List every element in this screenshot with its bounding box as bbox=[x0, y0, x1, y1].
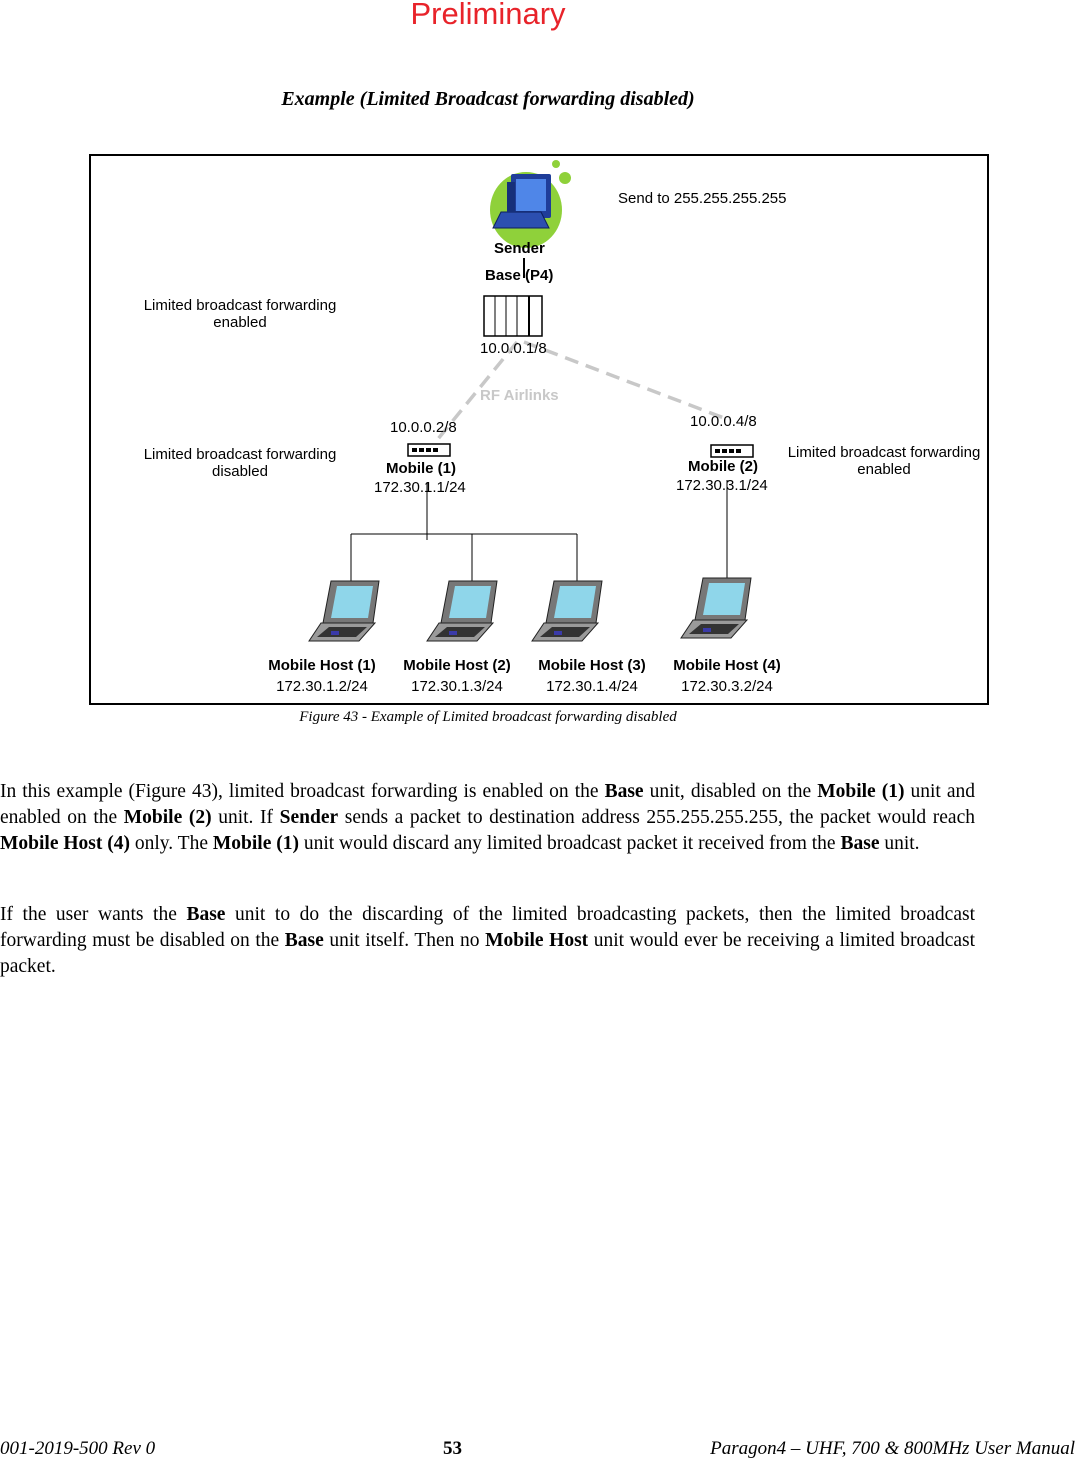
rf-airlinks-label: RF Airlinks bbox=[480, 387, 559, 404]
base-ip: 10.0.0.1/8 bbox=[480, 340, 547, 357]
section-heading: Example (Limited Broadcast forwarding di… bbox=[0, 88, 976, 111]
mobile1-device-icon bbox=[408, 444, 450, 456]
footer-manual-title: Paragon4 – UHF, 700 & 800MHz User Manual bbox=[710, 1438, 1075, 1460]
mobile2-device-icon bbox=[711, 445, 753, 457]
footer-page-number: 53 bbox=[443, 1438, 462, 1460]
host-ip: 172.30.1.3/24 bbox=[395, 678, 519, 695]
base-label: Base (P4) bbox=[485, 267, 553, 284]
figure-caption: Figure 43 - Example of Limited broadcast… bbox=[0, 709, 976, 726]
send-to-label: Send to 255.255.255.255 bbox=[618, 190, 787, 207]
host-ip: 172.30.1.2/24 bbox=[260, 678, 384, 695]
network-diagram bbox=[89, 154, 989, 705]
footer-doc-number: 001-2019-500 Rev 0 bbox=[0, 1438, 155, 1460]
mobile1-lan-ip: 172.30.1.1/24 bbox=[374, 479, 466, 496]
host-label: Mobile Host (1) bbox=[260, 657, 384, 674]
body-paragraph: In this example (Figure 43), limited bro… bbox=[0, 779, 975, 857]
laptop-icon bbox=[681, 578, 751, 638]
base-unit-icon bbox=[484, 296, 542, 336]
laptop-icon bbox=[309, 581, 379, 641]
mobile1-lan-wiring bbox=[351, 482, 577, 586]
mobile2-lan-ip: 172.30.3.1/24 bbox=[676, 477, 768, 494]
host-ip: 172.30.3.2/24 bbox=[665, 678, 789, 695]
preliminary-watermark: Preliminary bbox=[0, 0, 976, 32]
sender-label: Sender bbox=[494, 240, 545, 257]
mobile1-label: Mobile (1) bbox=[386, 460, 456, 477]
host-ip: 172.30.1.4/24 bbox=[530, 678, 654, 695]
sender-computer-icon bbox=[490, 160, 571, 248]
host-label: Mobile Host (3) bbox=[530, 657, 654, 674]
mobile2-rf-ip: 10.0.0.4/8 bbox=[690, 413, 757, 430]
mobile2-label: Mobile (2) bbox=[688, 458, 758, 475]
host-label: Mobile Host (4) bbox=[665, 657, 789, 674]
rf-link-mobile2 bbox=[524, 342, 724, 418]
mobile1-rf-ip: 10.0.0.2/8 bbox=[390, 419, 457, 436]
laptop-icon bbox=[532, 581, 602, 641]
host-label: Mobile Host (2) bbox=[395, 657, 519, 674]
laptop-icon bbox=[427, 581, 497, 641]
body-paragraph: If the user wants the Base unit to do th… bbox=[0, 902, 975, 980]
